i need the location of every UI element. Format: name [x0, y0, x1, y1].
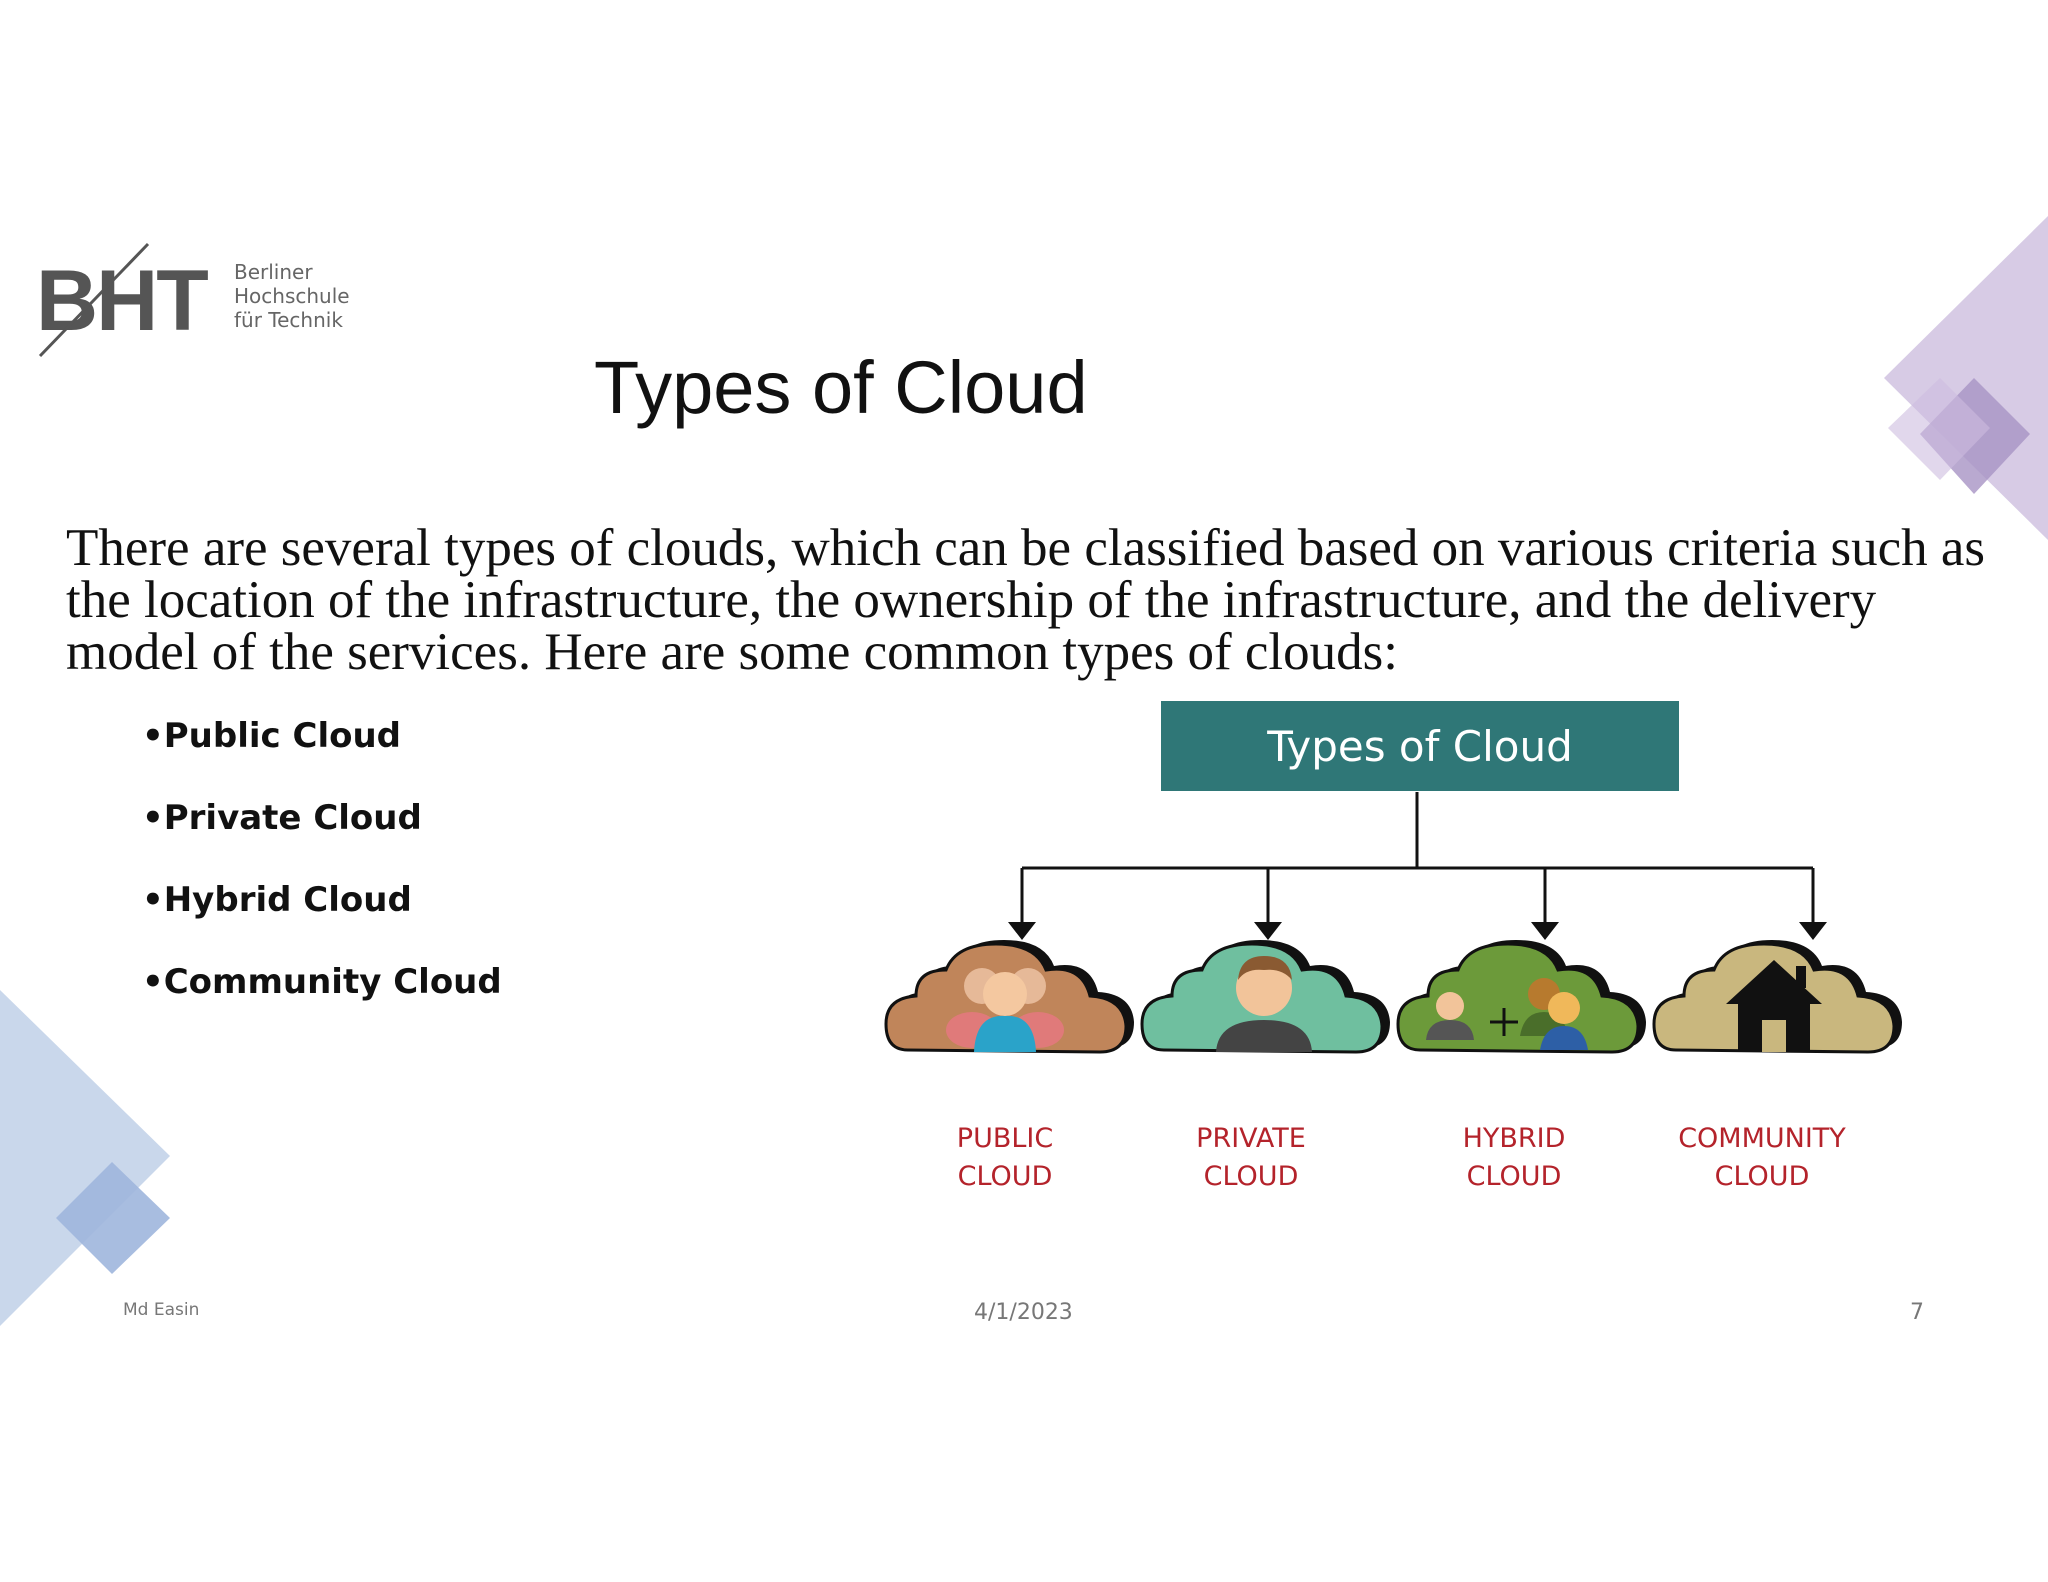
private-cloud-shape [1140, 940, 1390, 1054]
bht-logo: BHT Berliner Hochschule für Technik [36, 240, 376, 360]
list-item-hybrid: •Hybrid Cloud [142, 880, 412, 920]
label-public-cloud: PUBLIC CLOUD [895, 1120, 1115, 1196]
intro-paragraph: There are several types of clouds, which… [66, 519, 2026, 681]
logo-line-2: Hochschule [234, 284, 350, 308]
connector-lines [1020, 792, 1815, 932]
logo-wordmark: Berliner Hochschule für Technik [234, 260, 350, 332]
public-cloud-shape [884, 940, 1134, 1054]
label-private-line-2: CLOUD [1203, 1161, 1299, 1192]
diagram-header: Types of Cloud [1161, 701, 1679, 791]
intro-line-3: model of the services. Here are some com… [66, 623, 1398, 681]
label-community-cloud: COMMUNITY CLOUD [1652, 1120, 1872, 1196]
connector-arrowheads [1008, 922, 1827, 940]
list-item-public: •Public Cloud [142, 716, 402, 756]
footer-page-number: 7 [1910, 1300, 1924, 1325]
list-item-private: •Private Cloud [142, 798, 422, 838]
footer-author: Md Easin [123, 1300, 200, 1320]
label-hybrid-line-1: HYBRID [1462, 1123, 1566, 1154]
label-hybrid-cloud: HYBRID CLOUD [1404, 1120, 1624, 1196]
house-icon [1726, 960, 1822, 1052]
label-private-line-1: PRIVATE [1196, 1123, 1306, 1154]
slide-title: Types of Cloud [594, 346, 1088, 429]
decorative-diamond-right [1884, 216, 2048, 540]
cloud-types-diagram: Types of Cloud [880, 700, 1920, 1210]
cloud-type-list: •Public Cloud •Private Cloud •Hybrid Clo… [142, 708, 502, 1036]
footer-date: 4/1/2023 [974, 1300, 1073, 1325]
decorative-diamond-left [0, 990, 170, 1326]
list-item-community: •Community Cloud [142, 962, 502, 1002]
label-public-line-1: PUBLIC [956, 1123, 1054, 1154]
single-person-icon [1216, 956, 1312, 1052]
diagram-graphics [884, 792, 1902, 1054]
group-people-icon [946, 968, 1064, 1052]
logo-slash-icon [38, 242, 150, 358]
community-cloud-shape [1652, 940, 1902, 1054]
label-public-line-2: CLOUD [957, 1161, 1053, 1192]
intro-line-1: There are several types of clouds, which… [66, 519, 1986, 577]
label-private-cloud: PRIVATE CLOUD [1141, 1120, 1361, 1196]
person-plus-group-icon [1426, 978, 1588, 1050]
hybrid-cloud-shape [1396, 940, 1646, 1054]
label-community-line-1: COMMUNITY [1678, 1123, 1846, 1154]
intro-line-2: the location of the infrastructure, the … [66, 571, 1877, 629]
logo-line-1: Berliner [234, 260, 313, 284]
logo-line-3: für Technik [234, 308, 343, 332]
label-community-line-2: CLOUD [1714, 1161, 1810, 1192]
label-hybrid-line-2: CLOUD [1466, 1161, 1562, 1192]
